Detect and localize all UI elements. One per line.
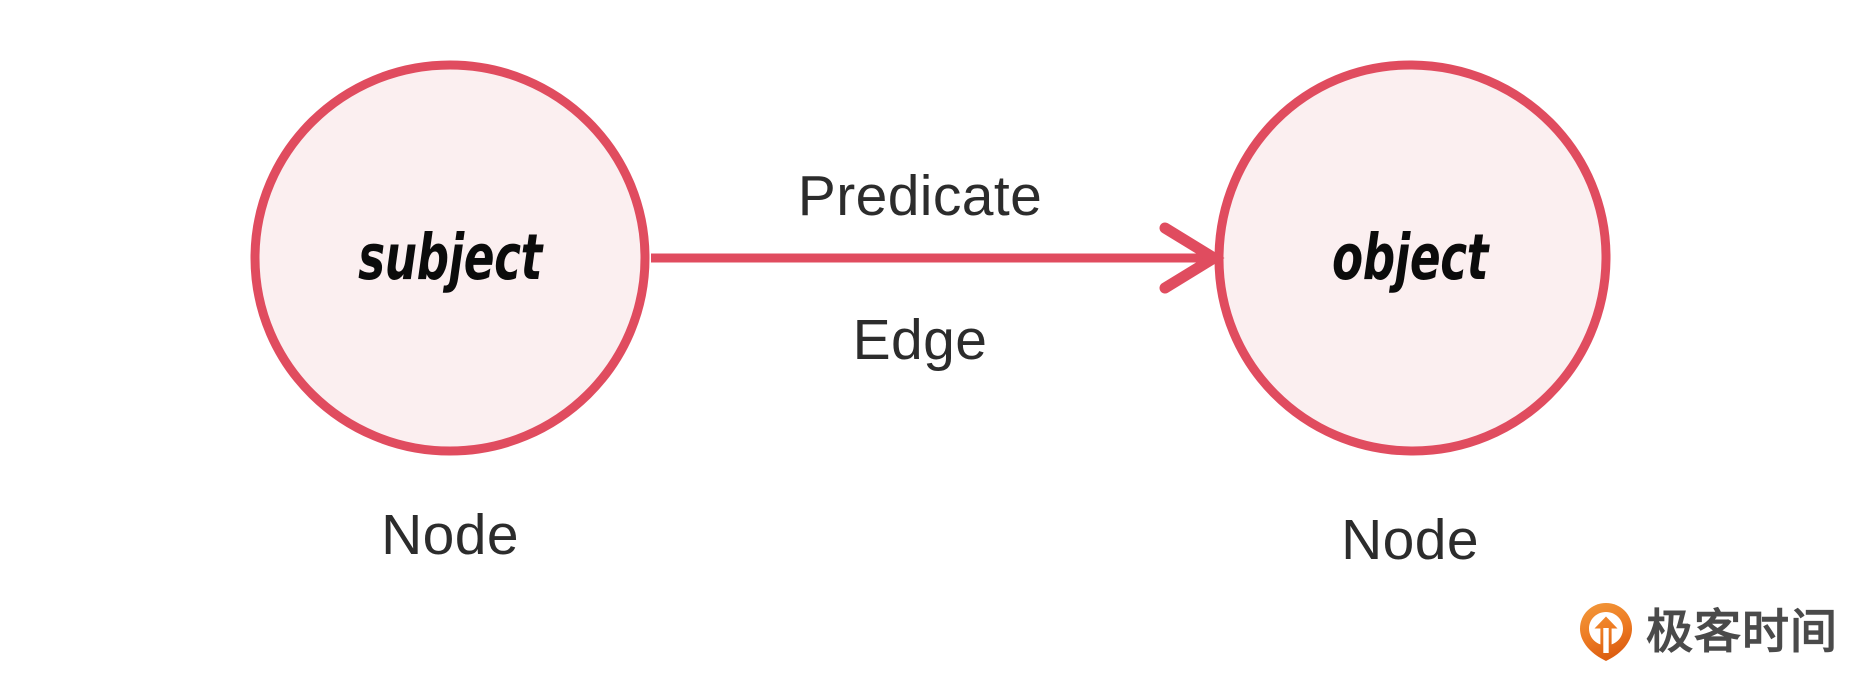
watermark-text: 极客时间 <box>1646 604 1838 660</box>
geektime-pin-icon <box>1580 603 1632 661</box>
node-circle-object <box>1214 60 1611 456</box>
node-circle-subject <box>250 60 650 456</box>
edge-arrow <box>651 222 1225 294</box>
watermark: 极客时间 <box>1578 596 1838 668</box>
node-caption-object: Node <box>1341 508 1479 572</box>
node-label-object: object <box>1331 221 1489 294</box>
edge-label-edge: Edge <box>852 308 988 372</box>
node-label-subject: subject <box>358 221 542 294</box>
edge-label-predicate: Predicate <box>797 164 1043 228</box>
node-caption-subject: Node <box>381 503 519 567</box>
